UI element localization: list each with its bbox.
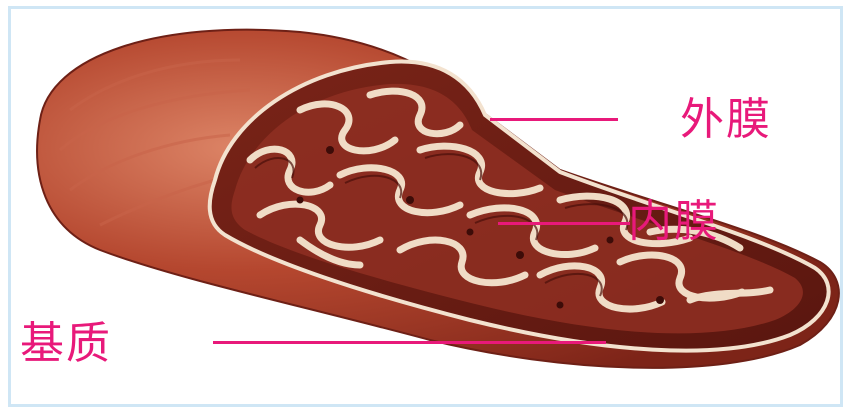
matrix-leader xyxy=(213,341,606,344)
inner-membrane-label: 内膜 xyxy=(628,200,720,244)
outer-membrane-leader xyxy=(490,118,618,121)
inner-membrane-leader xyxy=(498,222,630,225)
outer-membrane-label: 外膜 xyxy=(680,98,772,142)
matrix-label: 基质 xyxy=(20,322,112,366)
